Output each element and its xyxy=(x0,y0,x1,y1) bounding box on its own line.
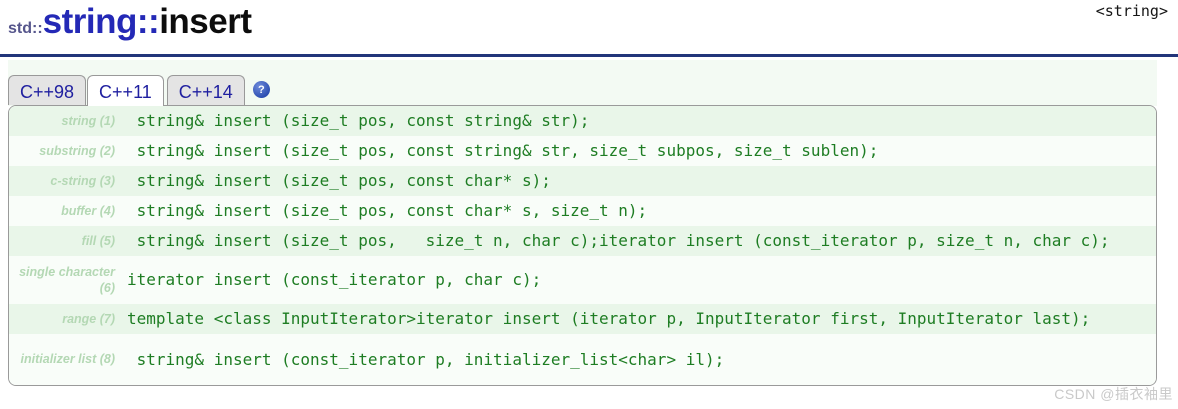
table-row: single character (6) iterator insert (co… xyxy=(9,256,1156,304)
tab-cpp11[interactable]: C++11 xyxy=(87,75,164,106)
help-icon[interactable]: ? xyxy=(252,81,270,98)
version-tabs: C++98 C++11 C++14 ? xyxy=(8,75,270,106)
overload-label: range (7) xyxy=(62,311,115,326)
overload-code: string& insert (size_t pos, size_t n, ch… xyxy=(127,231,1110,250)
table-row: buffer (4) string& insert (size_t pos, c… xyxy=(9,196,1156,226)
overload-label: single character (6) xyxy=(19,264,115,295)
table-row: initializer list (8) string& insert (con… xyxy=(9,334,1156,385)
page-title: std::string::insert xyxy=(8,2,252,42)
overload-code: iterator insert (const_iterator p, char … xyxy=(127,270,542,289)
table-row: c-string (3) string& insert (size_t pos,… xyxy=(9,166,1156,196)
tab-cpp14[interactable]: C++14 xyxy=(166,75,245,105)
title-method-part: insert xyxy=(159,2,252,41)
table-row: fill (5) string& insert (size_t pos, siz… xyxy=(9,226,1156,256)
overload-label: buffer (4) xyxy=(61,203,115,218)
csdn-watermark: CSDN @插衣袖里 xyxy=(1054,386,1173,402)
overload-code: string& insert (const_iterator p, initia… xyxy=(127,349,725,369)
declarations-table: string (1) string& insert (size_t pos, c… xyxy=(8,105,1157,386)
table-row: substring (2) string& insert (size_t pos… xyxy=(9,136,1156,166)
table-row: range (7) template <class InputIterator>… xyxy=(9,304,1156,334)
namespace-prefix: std:: xyxy=(8,20,43,37)
overload-label: fill (5) xyxy=(81,233,115,248)
overload-label: c-string (3) xyxy=(50,173,115,188)
header-divider xyxy=(0,54,1178,57)
overload-label: string (1) xyxy=(61,113,115,128)
overload-label: substring (2) xyxy=(39,143,115,158)
title-class-part: string:: xyxy=(42,2,160,41)
table-row: string (1) string& insert (size_t pos, c… xyxy=(9,106,1156,136)
overload-code: string& insert (size_t pos, const string… xyxy=(127,141,879,160)
tab-cpp98[interactable]: C++98 xyxy=(8,75,87,105)
overload-code: string& insert (size_t pos, const char* … xyxy=(127,171,551,190)
overload-code: string& insert (size_t pos, const string… xyxy=(127,111,590,130)
overload-code: template <class InputIterator>iterator i… xyxy=(127,309,1091,328)
header-file-link[interactable]: <string> xyxy=(1095,2,1168,20)
overload-code: string& insert (size_t pos, const char* … xyxy=(127,201,648,220)
overload-label: initializer list (8) xyxy=(20,352,115,367)
